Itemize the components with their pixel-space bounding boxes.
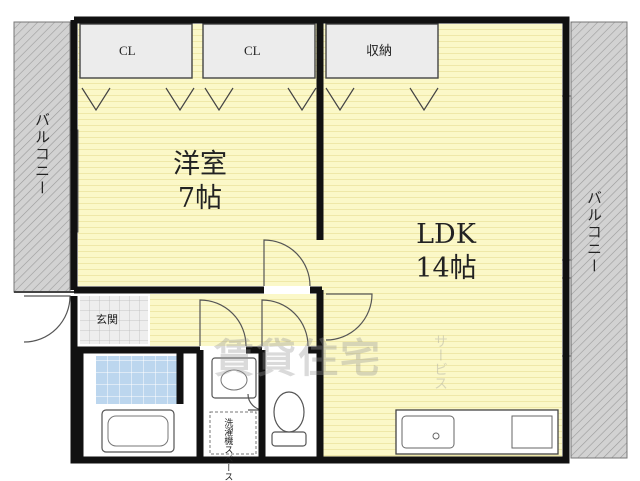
watermark: 賃貸住宅 xyxy=(214,336,382,382)
western-room-label: 洋室 7帖 xyxy=(150,148,250,216)
kitchen-sink xyxy=(401,415,455,449)
washer-space xyxy=(209,411,257,455)
door-swings xyxy=(23,239,373,411)
entrance-label: 玄関 xyxy=(96,313,118,326)
ldk-floor xyxy=(320,24,562,458)
storage-closet xyxy=(325,23,439,79)
western-room-name: 洋室 xyxy=(173,149,227,180)
closet-1 xyxy=(79,23,193,79)
western-room-size: 7帖 xyxy=(177,182,223,214)
hall-floor xyxy=(150,294,320,346)
walls xyxy=(70,16,570,464)
wash-basin xyxy=(211,357,257,399)
ldk-size: 14帖 xyxy=(415,252,477,284)
closet-2-label: CL xyxy=(244,43,261,58)
watermark-sub: サービス xyxy=(432,334,448,390)
kitchen-counter xyxy=(395,409,559,455)
balcony-left-label: バルコニー xyxy=(33,112,51,197)
bath-floor xyxy=(96,356,180,404)
storage-label: 収納 xyxy=(366,43,393,58)
toilet-bowl xyxy=(273,391,305,433)
closet-1-label: CL xyxy=(119,43,136,58)
balcony-right xyxy=(570,21,628,459)
bathtub-inner xyxy=(107,415,169,447)
balcony-right-label: バルコニー xyxy=(585,190,603,275)
balcony-left xyxy=(13,21,71,293)
ldk-name: LDK xyxy=(416,219,476,250)
sink-drain xyxy=(432,432,440,440)
cooktop xyxy=(511,415,553,449)
closet-door-marks xyxy=(81,87,439,112)
ldk-label: LDK 14帖 xyxy=(396,218,496,286)
closet-2 xyxy=(202,23,316,79)
toilet-tank xyxy=(271,431,307,447)
wash-basin-bowl xyxy=(220,369,248,391)
washer-space-label: 洗濯機スペース xyxy=(222,418,233,481)
bathtub xyxy=(101,409,175,453)
